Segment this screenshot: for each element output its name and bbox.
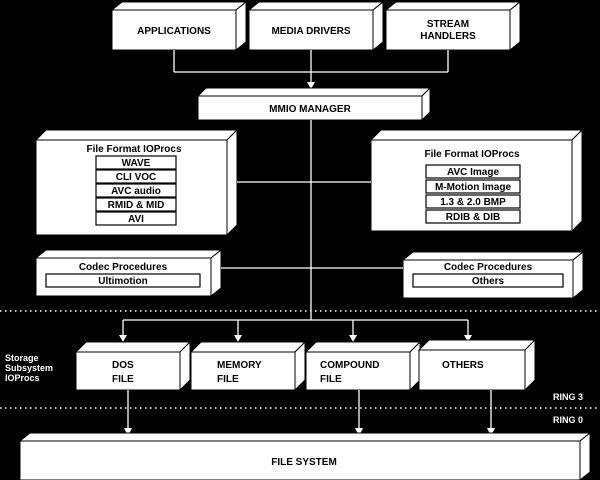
right-codec-box: Codec Procedures Others (401, 250, 585, 300)
right-codec-item: Others (472, 276, 505, 287)
file-system-label: FILE SYSTEM (271, 457, 337, 468)
stream-label: STREAM (427, 19, 469, 30)
memory-label: MEMORY (217, 360, 262, 371)
memory-file-box: MEMORY FILE (189, 340, 307, 392)
dos-file-label: FILE (112, 374, 134, 385)
compound-file-box: COMPOUND FILE (304, 340, 422, 392)
right-ioprocs-title: File Format IOProcs (424, 149, 519, 160)
left-codec-title: Codec Procedures (79, 262, 168, 273)
dos-label: DOS (112, 360, 134, 371)
compound-label: COMPOUND (320, 360, 379, 371)
applications-label: APPLICATIONS (137, 26, 211, 37)
handlers-label: HANDLERS (420, 31, 476, 42)
others-box: OTHERS (417, 338, 537, 392)
right-codec-title: Codec Procedures (444, 262, 533, 273)
media-drivers-box: MEDIA DRIVERS (247, 0, 385, 52)
media-drivers-label: MEDIA DRIVERS (271, 26, 350, 37)
right-item-bmp: 1.3 & 2.0 BMP (440, 197, 506, 208)
memory-file-label: FILE (217, 374, 239, 385)
svg-text:Subsystem: Subsystem (5, 363, 53, 373)
file-system-arrows (124, 390, 495, 436)
svg-text:IOProcs: IOProcs (5, 373, 40, 383)
mmio-manager-box: MMIO MANAGER (196, 86, 432, 122)
right-item-rdib-dib: RDIB & DIB (446, 212, 500, 223)
ring3-label: RING 3 (553, 392, 583, 402)
left-codec-item: Ultimotion (98, 276, 147, 287)
storage-subsystem-label: Storage Subsystem IOProcs (5, 353, 53, 383)
right-item-m-motion: M-Motion Image (435, 182, 512, 193)
left-item-cli-voc: CLI VOC (116, 172, 157, 183)
applications-box: APPLICATIONS (110, 0, 248, 52)
left-item-avi: AVI (128, 214, 144, 225)
storage-connectors (119, 319, 472, 342)
left-item-avc-audio: AVC audio (111, 186, 161, 197)
right-ioprocs-box: File Format IOProcs AVC Image M-Motion I… (369, 128, 584, 233)
left-ioprocs-title: File Format IOProcs (86, 144, 181, 155)
left-codec-box: Codec Procedures Ultimotion (34, 248, 223, 298)
stream-handlers-box: STREAM HANDLERS (384, 0, 522, 52)
ring0-label: RING 0 (553, 415, 583, 425)
svg-text:Storage: Storage (5, 353, 39, 363)
compound-file-label: FILE (320, 374, 342, 385)
dos-file-box: DOS FILE (74, 340, 192, 392)
others-label: OTHERS (442, 360, 484, 371)
left-item-rmid-mid: RMID & MID (108, 200, 165, 211)
top-connectors (173, 50, 449, 89)
left-item-wave: WAVE (122, 158, 151, 169)
mmio-manager-label: MMIO MANAGER (269, 104, 351, 115)
right-item-avc-image: AVC Image (447, 167, 499, 178)
left-ioprocs-box: File Format IOProcs WAVE CLI VOC AVC aud… (34, 128, 239, 237)
file-system-box: FILE SYSTEM (18, 431, 592, 480)
